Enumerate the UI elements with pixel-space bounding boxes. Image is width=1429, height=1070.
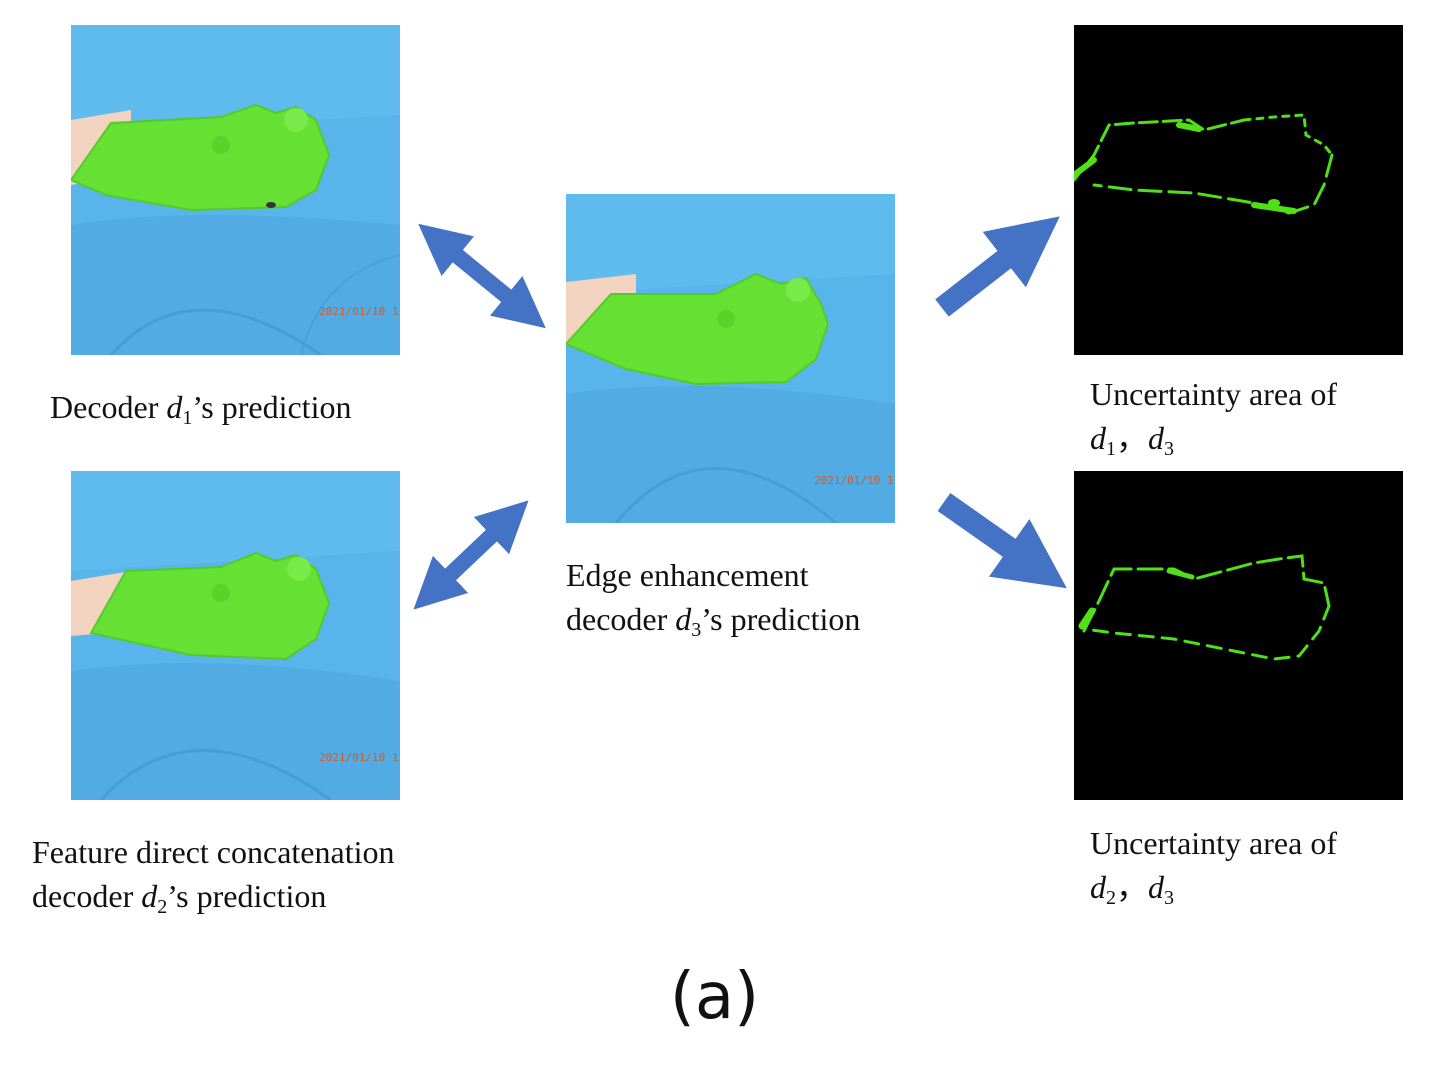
d3-caption: Edge enhancement decoder d3’s prediction: [566, 557, 861, 641]
double-arrow-d2-d3: [413, 500, 529, 610]
d2-prediction-image: 2021/01/10 1: [71, 471, 400, 800]
arrow-to-uncertainty-d1-d3: [935, 216, 1060, 317]
d1-caption: Decoder d1’s prediction: [50, 389, 352, 429]
date-stamp: 2021/01/10 1: [319, 751, 398, 764]
uncertainty-d1-d3-caption: Uncertainty area of d1，d3: [1090, 376, 1337, 460]
arrow-to-uncertainty-d2-d3: [937, 492, 1067, 589]
date-stamp: 2021/01/10 1: [814, 474, 893, 487]
date-stamp: 2021/01/10 1: [319, 305, 398, 318]
uncertainty-d2-d3-image: [1074, 471, 1403, 800]
d3-prediction-image: 2021/01/10 1: [566, 194, 895, 523]
d1-prediction-image: 2021/01/10 1: [71, 25, 400, 355]
double-arrow-d1-d3: [418, 223, 546, 329]
figure-label: (a): [669, 960, 760, 1034]
uncertainty-d1-d3-image: [1074, 25, 1403, 355]
uncertainty-d2-d3-caption: Uncertainty area of d2，d3: [1090, 825, 1337, 909]
d2-caption: Feature direct concatenation decoder d2’…: [32, 834, 395, 918]
